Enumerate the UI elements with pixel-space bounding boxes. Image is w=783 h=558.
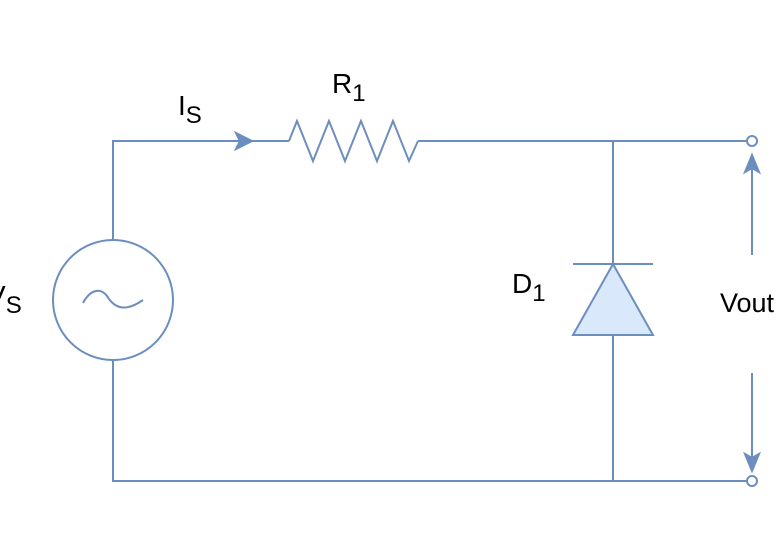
source-vs (52, 239, 174, 361)
source-label-main: V (0, 280, 6, 311)
current-label: IS (178, 90, 202, 128)
current-label-sub: S (185, 102, 202, 129)
current-label-main: I (178, 90, 186, 121)
resistor-label-main: R (332, 68, 353, 99)
current-arrow (233, 130, 255, 152)
resistor-label-sub: 1 (352, 80, 366, 107)
wire-source-bottom (112, 360, 747, 482)
diode-label-sub: 1 (532, 280, 546, 307)
resistor-r1 (288, 118, 419, 164)
terminal-top (746, 135, 758, 147)
diode-label: D1 (512, 268, 546, 306)
output-label: Vout (720, 288, 775, 318)
source-label-sub: S (5, 292, 22, 319)
diode-label-main: D (512, 268, 533, 299)
resistor-label: R1 (332, 68, 366, 106)
terminal-bottom (746, 475, 758, 487)
diode-d1 (571, 261, 655, 336)
sine-icon (82, 289, 144, 309)
vout-arrow-up-head (742, 152, 762, 175)
vout-arrow-down-head (742, 451, 762, 474)
source-label: VS (0, 280, 22, 318)
wire-top-left (112, 140, 289, 240)
